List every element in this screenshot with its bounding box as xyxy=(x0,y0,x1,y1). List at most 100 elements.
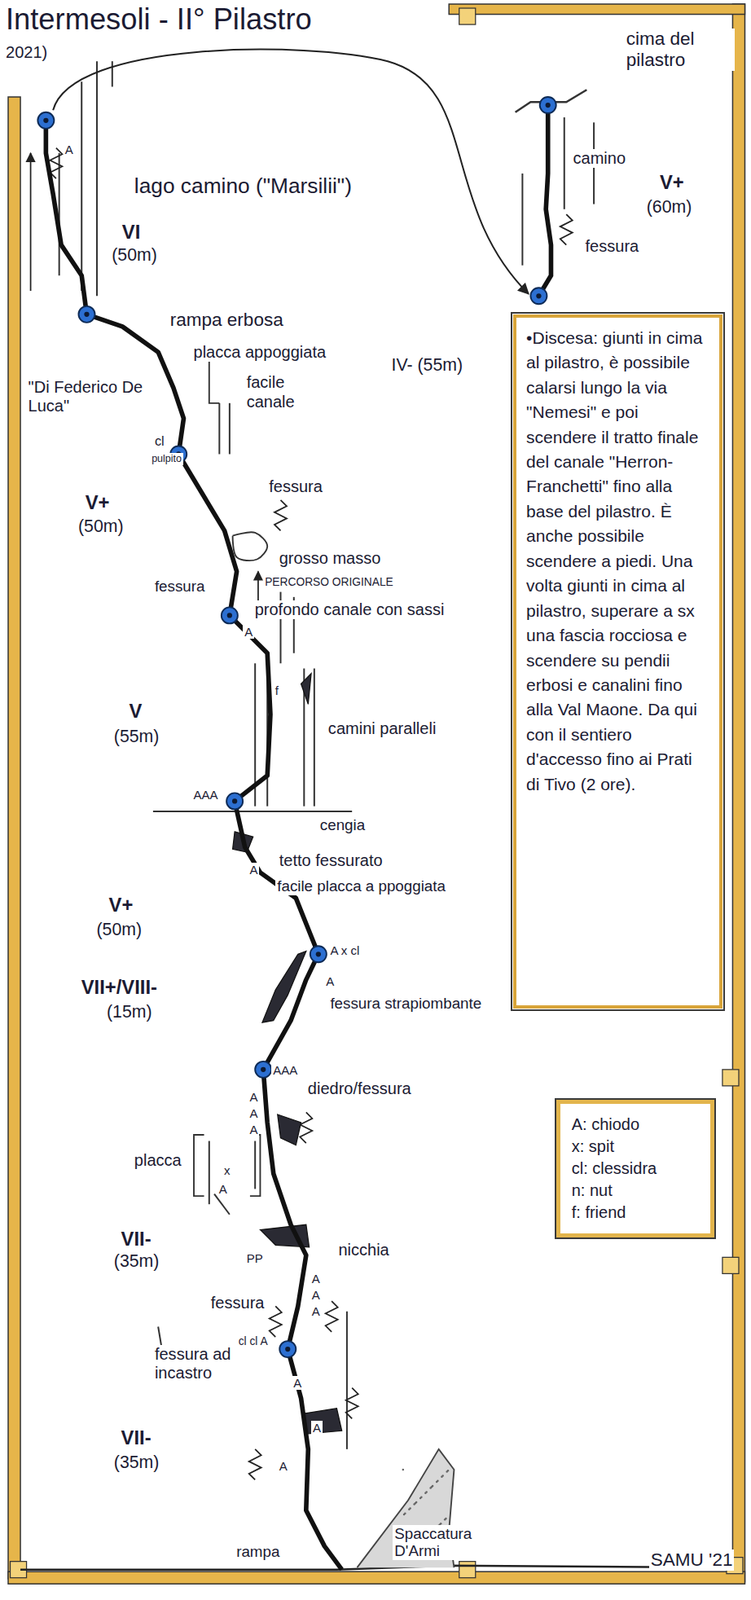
frame-strip xyxy=(8,1571,745,1584)
topo-label: fessura xyxy=(584,237,642,256)
topo-label: A xyxy=(324,974,336,989)
topo-label: "Di Federico De Luca" xyxy=(26,377,159,416)
topo-label: (50m) xyxy=(109,245,159,265)
belay-dot xyxy=(254,1061,272,1078)
topo-label: facile placca a ppoggiata xyxy=(275,877,448,896)
topo-label: VII- xyxy=(119,1426,154,1449)
belay-dot xyxy=(545,102,551,108)
bracket xyxy=(209,356,220,403)
crack-symbol xyxy=(274,500,287,532)
roof-shape xyxy=(301,673,312,705)
topo-label: PERCORSO ORIGINALE xyxy=(263,575,396,589)
note-text: •Discesa: giunti in cima al pilastro, è … xyxy=(526,325,710,797)
belay-dot xyxy=(221,606,238,624)
rock-texture xyxy=(403,1513,406,1516)
boulder xyxy=(232,531,268,561)
topo-label: rampa xyxy=(234,1542,282,1561)
belay-dot xyxy=(316,951,321,957)
topo-label: A xyxy=(291,1375,304,1390)
topo-label: A xyxy=(310,1271,322,1286)
topo-label: camino xyxy=(571,149,629,168)
legend-entry: n: nut xyxy=(571,1179,699,1202)
rock-line xyxy=(208,1141,211,1205)
bracket xyxy=(193,1134,205,1196)
rock-texture xyxy=(435,1480,439,1484)
belay-dot xyxy=(279,1340,296,1358)
topo-label: V+ xyxy=(658,171,686,194)
topo-label: (15m) xyxy=(105,1001,154,1022)
greek-key xyxy=(459,8,476,25)
belay-dot xyxy=(226,792,243,809)
note-box: •Discesa: giunti in cima al pilastro, è … xyxy=(513,314,723,1009)
topo-label: A xyxy=(217,1181,229,1196)
direction-arrow xyxy=(30,153,32,291)
rock-line xyxy=(80,81,83,291)
topo-label: (55m) xyxy=(112,726,162,747)
topo-label: 2021) xyxy=(4,43,49,62)
frame-strip xyxy=(732,4,745,1582)
rock-texture xyxy=(419,1497,422,1500)
legend-entry: A: chiodo xyxy=(571,1113,699,1136)
topo-label: f xyxy=(273,683,281,698)
topo-label: (60m) xyxy=(645,197,694,217)
title: Intermesoli - II° Pilastro xyxy=(4,2,314,37)
frame-strip xyxy=(448,4,745,15)
topo-label: A xyxy=(242,624,255,639)
topo-label: V+ xyxy=(83,491,112,514)
topo-label: V+ xyxy=(107,893,136,916)
topo-label: (35m) xyxy=(112,1452,162,1472)
topo-label: V xyxy=(127,699,145,722)
topo-label: VII- xyxy=(119,1227,154,1250)
topo-label: PP xyxy=(245,1251,265,1265)
rock-line xyxy=(153,810,352,813)
topo-label: facile canale xyxy=(245,373,325,411)
topo-label: SAMU '21 xyxy=(649,1549,735,1571)
crack-symbol xyxy=(325,1300,339,1332)
topo-label: x xyxy=(222,1163,233,1178)
topo-label: A xyxy=(277,1458,290,1473)
rock-line xyxy=(111,61,114,87)
topo-label: A xyxy=(311,1420,323,1435)
topo-label: A xyxy=(247,1106,260,1120)
topo-label: pulpito xyxy=(149,452,184,465)
rock-texture xyxy=(429,1486,432,1489)
topo-label: fessura xyxy=(209,1293,267,1313)
bracket xyxy=(250,1134,261,1196)
belay-dot xyxy=(310,945,327,962)
belay-dot xyxy=(530,287,547,304)
roof-shape xyxy=(303,1408,342,1434)
crack-symbol xyxy=(299,1111,312,1143)
topo-label: camini paralleli xyxy=(326,719,438,738)
legend-box: A: chiodox: spitcl: clessidran: nutf: fr… xyxy=(556,1099,715,1238)
rock-line xyxy=(254,1141,256,1190)
topo-label: grosso masso xyxy=(277,548,383,568)
rock-texture xyxy=(402,1468,405,1472)
topo-label: fessura xyxy=(267,477,325,497)
topo-label: tetto fessurato xyxy=(277,851,385,870)
topo-label: placca xyxy=(132,1150,184,1170)
topo-label: placca appoggiata xyxy=(192,342,329,362)
topo-label: A xyxy=(63,142,75,157)
topo-label: A xyxy=(310,1287,322,1302)
topo-label: A xyxy=(247,1122,260,1137)
crack-symbol xyxy=(346,1387,359,1419)
climbing-route xyxy=(538,105,551,296)
rock-texture xyxy=(424,1491,427,1494)
topo-label: rampa erbosa xyxy=(168,309,286,331)
roof-shape xyxy=(277,1114,302,1146)
rock-line xyxy=(228,403,231,455)
rock-line xyxy=(563,117,566,210)
topo-label: A xyxy=(247,862,260,877)
rock-texture xyxy=(408,1508,411,1511)
rock-line xyxy=(521,173,523,266)
belay-dot xyxy=(37,112,54,129)
topo-label: A x cl xyxy=(328,943,361,958)
legend-entry: f: friend xyxy=(571,1201,699,1224)
topo-label: VII+/VIII- xyxy=(79,975,159,998)
topo-label: profondo canale con sassi xyxy=(253,600,447,620)
topo-label: A xyxy=(247,1089,260,1104)
belay-dot xyxy=(227,612,233,618)
belay-dot xyxy=(232,798,238,804)
belay-dot xyxy=(285,1346,290,1352)
topo-label: fessura xyxy=(153,577,207,596)
